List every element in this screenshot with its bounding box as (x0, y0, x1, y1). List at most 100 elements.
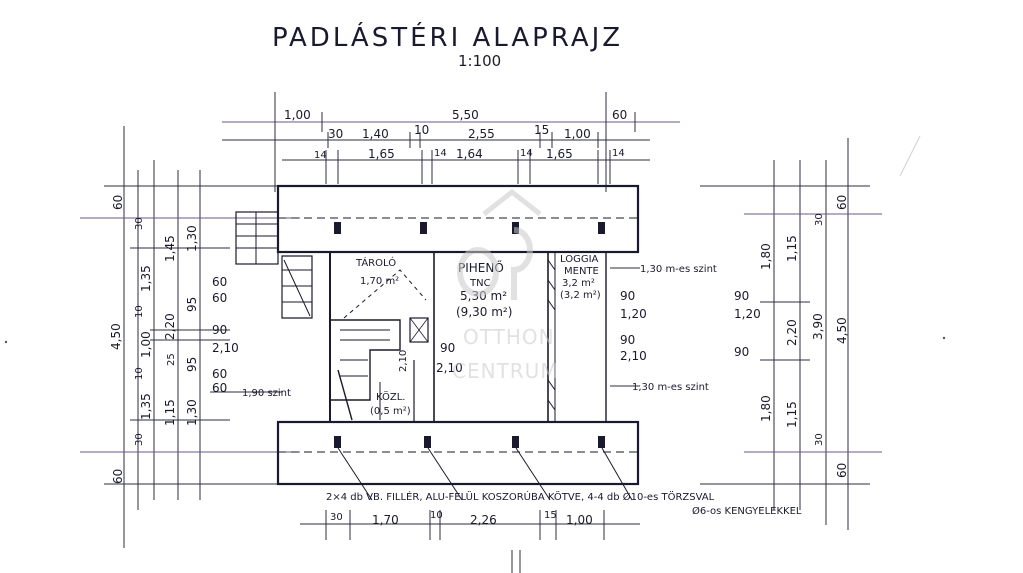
left-dim-total: 4,50 (109, 323, 123, 350)
top-dim-r3-2: 1,65 (368, 147, 395, 161)
left-dim-c2-6: 10 (134, 367, 145, 380)
right-dim-c3-2: 3,90 (811, 313, 825, 340)
bottom-note-line2: Ø6-os KENGYELEKKEL (692, 505, 802, 517)
top-dim-3: 60 (612, 108, 627, 122)
inner-dim-3: 90 (212, 323, 227, 337)
level-note-left: 1,90 szint (242, 388, 291, 399)
inner-dim-6: 60 (212, 381, 227, 395)
right-dim-c1-3: 1,20 (734, 307, 761, 321)
right-dim-c1-5: 1,80 (759, 395, 773, 422)
left-dim-c4-2: 95 (185, 297, 199, 312)
inner-dim-1: 60 (212, 275, 227, 289)
top-dim-r3-7: 14 (612, 148, 625, 159)
inner-dimension-labels: 60 60 90 2,10 60 60 90 1,20 90 2,10 90 2… (212, 275, 647, 395)
room-kozlekedo-name: KÖZL. (376, 390, 405, 403)
top-dim-r2-1: 30 (328, 127, 343, 141)
top-dim-r3-1: 14 (314, 150, 327, 161)
inner-dim-8: 1,20 (620, 307, 647, 321)
bottom-dim-1: 30 (330, 512, 343, 523)
bottom-dim-6: 1,00 (566, 513, 593, 527)
left-dim-c4-1: 1,30 (185, 225, 199, 252)
left-dim-c3-2: 2,20 (163, 313, 177, 340)
left-dim-c2-9: 60 (111, 469, 125, 484)
room-piheno-area2: (9,30 m²) (456, 305, 512, 319)
watermark-line1: OTTHON (463, 325, 555, 349)
top-dim-r3-6: 1,65 (546, 147, 573, 161)
right-dim-c2-3: 1,15 (785, 401, 799, 428)
left-dim-c4-3: 95 (185, 357, 199, 372)
building-outline (210, 184, 640, 501)
right-dim-c1-4: 90 (734, 345, 749, 359)
room-loggia-name: LOGGIA (560, 254, 599, 265)
left-dim-c2-8: 30 (134, 433, 145, 446)
right-dim-c3-1: 30 (814, 213, 825, 226)
left-dim-c4-4: 1,30 (185, 399, 199, 426)
bottom-dimension-labels: 30 1,70 10 2,26 15 1,00 (330, 510, 593, 527)
left-dim-c2-3: 1,35 (139, 265, 153, 292)
room-loggia-area1: 3,2 m² (562, 278, 595, 289)
inner-dim-7: 90 (620, 289, 635, 303)
inner-dim-12: 2,10 (436, 361, 463, 375)
room-kozlekedo-sub: (0,5 m²) (370, 406, 411, 417)
room-tarolo-sub: 1,70 m² (360, 276, 399, 287)
left-dim-c2-5: 1,00 (139, 331, 153, 358)
room-loggia-area2: (3,2 m²) (560, 290, 601, 301)
right-dim-c2-2: 2,20 (785, 319, 799, 346)
bottom-dim-2: 1,70 (372, 513, 399, 527)
top-dim-1: 1,00 (284, 108, 311, 122)
inner-dim-11: 90 (440, 341, 455, 355)
left-dim-c2-1: 60 (111, 195, 125, 210)
right-dim-c4-1: 60 (835, 195, 849, 210)
right-dim-c1-1: 1,80 (759, 243, 773, 270)
room-piheno-sub: TNC (469, 278, 491, 289)
top-dim-2: 5,50 (452, 108, 479, 122)
top-dim-r2-3: 10 (414, 123, 429, 137)
bottom-dim-5: 15 (544, 510, 557, 521)
top-dimension-chains (222, 92, 680, 192)
top-dim-r2-6: 1,00 (564, 127, 591, 141)
watermark-line2: CENTRUM (452, 359, 559, 383)
left-dim-c3-4: 1,15 (163, 399, 177, 426)
top-dim-r2-5: 15 (534, 123, 549, 137)
right-dim-c1-2: 90 (734, 289, 749, 303)
bottom-dim-4: 2,26 (470, 513, 497, 527)
inner-dim-2: 60 (212, 291, 227, 305)
right-dim-c2-1: 1,15 (785, 235, 799, 262)
top-dim-r2-4: 2,55 (468, 127, 495, 141)
left-dim-c2-2: 30 (134, 217, 145, 230)
bottom-dimension-chain (300, 510, 640, 573)
top-dimension-labels: 1,00 5,50 60 30 1,40 10 2,55 15 1,00 14 … (284, 108, 627, 161)
drawing-scale: 1:100 (458, 52, 501, 70)
inner-dim-4: 2,10 (212, 341, 239, 355)
right-dim-c3-3: 30 (814, 433, 825, 446)
left-dim-c2-7: 1,35 (139, 393, 153, 420)
inner-dim-5: 60 (212, 367, 227, 381)
left-dimension-chains (80, 126, 300, 548)
level-note-right-top: 1,30 m-es szint (640, 264, 717, 275)
right-dimension-chains (700, 138, 882, 530)
left-dim-c2-4: 10 (134, 305, 145, 318)
left-dim-c3-3: 25 (166, 353, 177, 366)
drawing-title: PADLÁSTÉRI ALAPRAJZ (272, 21, 623, 53)
watermark-logo: OTTHON CENTRUM (452, 188, 559, 383)
right-dim-c4-2: 4,50 (835, 317, 849, 344)
bottom-dim-3: 10 (430, 510, 443, 521)
room-tarolo-name: TÁROLÓ (355, 256, 396, 269)
room-kozlekedo: KÖZL. (0,5 m²) (370, 390, 411, 417)
top-dim-r3-4: 1,64 (456, 147, 483, 161)
level-note-right-bottom: 1,30 m-es szint (632, 382, 709, 393)
bottom-note-line1: 2×4 db VB. FILLÉR, ALU-FELÜL KOSZORÚBA K… (326, 490, 715, 503)
room-loggia-sub: MENTE (564, 266, 599, 277)
top-dim-r3-5: 14 (520, 148, 533, 159)
left-dim-c3-1: 1,45 (163, 235, 177, 262)
right-dim-c4-3: 60 (835, 463, 849, 478)
left-dimension-labels: 4,50 60 30 1,35 10 1,00 10 1,35 30 60 1,… (109, 195, 199, 484)
inner-dim-10: 2,10 (620, 349, 647, 363)
room-tarolo: TÁROLÓ 1,70 m² (355, 256, 399, 287)
inner-dim-13: 2,10 (398, 350, 409, 372)
top-dim-r2-2: 1,40 (362, 127, 389, 141)
right-dimension-labels: 1,80 90 1,20 90 1,80 1,15 2,20 1,15 30 3… (734, 195, 849, 478)
inner-dim-9: 90 (620, 333, 635, 347)
